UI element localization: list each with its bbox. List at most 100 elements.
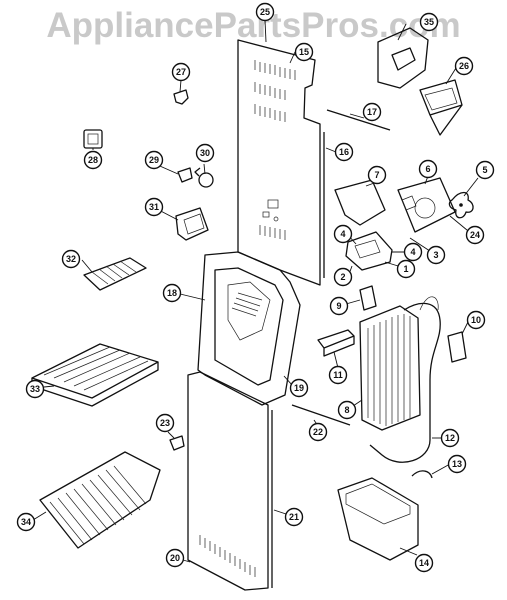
callout-20: 20 [165, 548, 185, 568]
part-cover [334, 179, 386, 226]
callout-33: 33 [25, 379, 45, 399]
svg-text:11: 11 [333, 370, 343, 380]
leader-lines [32, 19, 479, 563]
part-wire-retainer [419, 79, 463, 136]
callout-5: 5 [475, 160, 495, 180]
part-ice-tray [83, 257, 147, 291]
part-side-bracket [447, 331, 467, 363]
part-wire-shelf [31, 343, 159, 407]
callout-35: 35 [419, 12, 439, 32]
svg-text:4: 4 [340, 229, 345, 239]
callout-1: 1 [396, 259, 416, 279]
svg-text:29: 29 [149, 155, 159, 165]
callout-30: 30 [195, 143, 215, 163]
part-trim-strips [271, 109, 391, 588]
svg-text:7: 7 [374, 170, 379, 180]
callout-28: 28 [83, 150, 103, 170]
callout-4a: 4 [333, 224, 353, 244]
callout-17: 17 [362, 102, 382, 122]
callout-31: 31 [144, 197, 164, 217]
part-square-clip [83, 129, 103, 149]
callout-8: 8 [337, 400, 357, 420]
svg-text:14: 14 [419, 558, 429, 568]
svg-text:18: 18 [167, 288, 177, 298]
part-sensor-wire [411, 470, 433, 479]
part-evaporator [359, 296, 441, 463]
callout-34: 34 [16, 512, 36, 532]
part-middle-shroud [197, 251, 301, 406]
svg-text:22: 22 [313, 427, 323, 437]
callout-10: 10 [466, 310, 486, 330]
svg-text:24: 24 [470, 230, 480, 240]
callout-19: 19 [289, 378, 309, 398]
svg-text:4: 4 [410, 247, 415, 257]
callout-4b: 4 [403, 242, 423, 262]
svg-text:27: 27 [176, 67, 186, 77]
svg-text:25: 25 [260, 7, 270, 17]
svg-text:12: 12 [445, 433, 455, 443]
callout-21: 21 [284, 507, 304, 527]
svg-text:19: 19 [294, 383, 304, 393]
part-bracket [377, 27, 429, 89]
callout-11: 11 [328, 365, 348, 385]
part-motor-mount [345, 231, 393, 271]
callout-16: 16 [334, 142, 354, 162]
part-fan-assembly [397, 177, 456, 233]
part-drain-pan [337, 477, 419, 561]
svg-text:10: 10 [471, 315, 481, 325]
svg-text:5: 5 [482, 165, 487, 175]
svg-text:17: 17 [367, 107, 377, 117]
callout-27: 27 [171, 62, 191, 82]
callout-12: 12 [440, 428, 460, 448]
svg-text:3: 3 [433, 250, 438, 260]
callout-7: 7 [367, 165, 387, 185]
callout-25: 25 [255, 2, 275, 22]
svg-text:1: 1 [403, 264, 408, 274]
part-screw [173, 89, 189, 105]
svg-text:28: 28 [88, 155, 98, 165]
svg-text:23: 23 [160, 418, 170, 428]
svg-text:8: 8 [344, 405, 349, 415]
svg-text:35: 35 [424, 17, 434, 27]
callout-23: 23 [155, 413, 175, 433]
part-upper-panel [237, 39, 321, 286]
callout-9: 9 [329, 296, 349, 316]
callout-18: 18 [162, 283, 182, 303]
svg-text:16: 16 [339, 147, 349, 157]
svg-text:15: 15 [299, 47, 309, 57]
callout-22: 22 [308, 422, 328, 442]
part-lower-panel [187, 371, 269, 591]
callout-3: 3 [426, 245, 446, 265]
part-wire-basket [39, 451, 161, 549]
part-light-bulb [194, 167, 214, 188]
callout-15: 15 [294, 42, 314, 62]
part-clip [359, 285, 377, 311]
svg-text:32: 32 [66, 254, 76, 264]
svg-text:21: 21 [289, 512, 299, 522]
svg-text:30: 30 [200, 148, 210, 158]
svg-text:31: 31 [149, 202, 159, 212]
callout-26: 26 [454, 56, 474, 76]
part-fan-blade [448, 191, 474, 219]
callout-29: 29 [144, 150, 164, 170]
part-lamp-housing [175, 207, 209, 241]
part-lamp-socket [177, 167, 193, 183]
svg-text:20: 20 [170, 553, 180, 563]
callout-32: 32 [61, 249, 81, 269]
svg-text:13: 13 [452, 459, 462, 469]
callout-2: 2 [333, 267, 353, 287]
part-heater [317, 329, 355, 357]
svg-text:34: 34 [21, 517, 31, 527]
svg-text:9: 9 [336, 301, 341, 311]
callout-13: 13 [447, 454, 467, 474]
part-knob [169, 435, 185, 451]
svg-text:33: 33 [30, 384, 40, 394]
callout-6: 6 [418, 159, 438, 179]
svg-text:26: 26 [459, 61, 469, 71]
svg-text:6: 6 [425, 164, 430, 174]
callout-14: 14 [414, 553, 434, 573]
svg-text:2: 2 [340, 272, 345, 282]
callout-24: 24 [465, 225, 485, 245]
watermark-text: AppliancePartsPros.com [46, 6, 461, 45]
